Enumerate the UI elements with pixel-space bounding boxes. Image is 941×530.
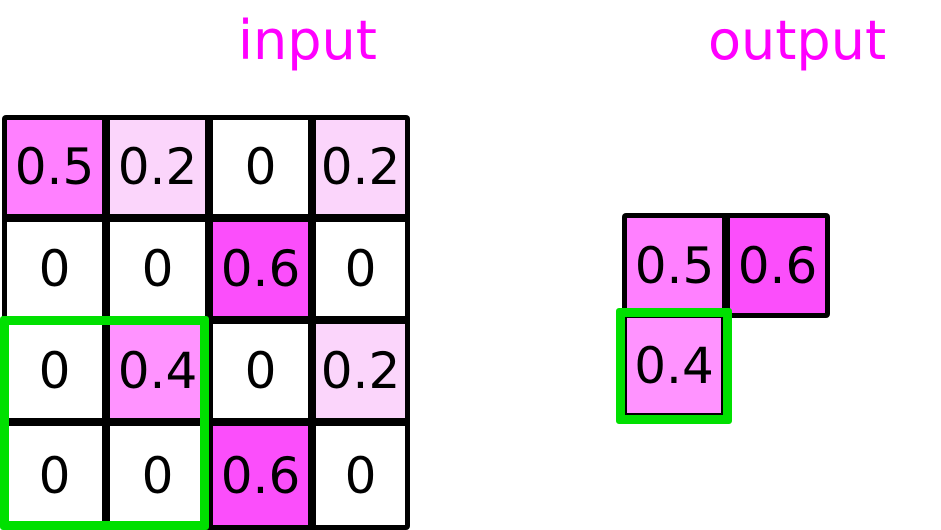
input-matrix-cell: 0.6 xyxy=(213,426,308,525)
output-matrix-cell: 0.4 xyxy=(627,318,721,413)
output-title: output xyxy=(708,9,887,72)
output-matrix-cell-value: 0.5 xyxy=(634,236,715,295)
input-matrix-cell: 0 xyxy=(7,324,102,418)
input-matrix-cell-value: 0 xyxy=(38,240,71,298)
input-matrix-cell-value: 0 xyxy=(38,446,71,505)
output-matrix-cell-value: 0.4 xyxy=(634,336,714,395)
input-matrix-cell: 0.2 xyxy=(316,324,405,418)
output-matrix-top-row: 0.5 0.6 xyxy=(622,213,830,318)
input-matrix-cell: 0 xyxy=(213,120,308,214)
input-matrix-cell: 0 xyxy=(110,426,205,525)
input-title: input xyxy=(238,9,377,72)
input-matrix-cell: 0.5 xyxy=(7,120,102,214)
input-matrix-cell: 0.2 xyxy=(110,120,205,214)
output-matrix-cell-value: 0.6 xyxy=(737,236,818,295)
input-matrix-cell: 0 xyxy=(316,222,405,316)
output-matrix-cell: 0.5 xyxy=(627,218,722,313)
input-matrix-cell-value: 0 xyxy=(344,240,377,298)
input-matrix-cell-value: 0.6 xyxy=(220,240,301,298)
input-matrix-cell: 0 xyxy=(213,324,308,418)
input-matrix-cell-value: 0 xyxy=(244,342,277,400)
input-matrix-cell-value: 0.2 xyxy=(117,138,198,196)
input-matrix-cell: 0.6 xyxy=(213,222,308,316)
input-matrix-cell-value: 0.2 xyxy=(320,138,401,196)
input-matrix-cell-value: 0.2 xyxy=(320,342,401,400)
input-matrix-cell: 0 xyxy=(7,222,102,316)
input-matrix-cell: 0 xyxy=(110,222,205,316)
input-matrix-cell-value: 0 xyxy=(244,138,277,196)
input-matrix-cell-value: 0.6 xyxy=(220,446,301,505)
output-matrix-bottom-row: 0.4 xyxy=(622,313,726,418)
input-matrix-cell: 0.2 xyxy=(316,120,405,214)
input-matrix-cell-value: 0 xyxy=(38,342,71,400)
input-matrix-cell: 0 xyxy=(316,426,405,525)
input-matrix-cell-value: 0 xyxy=(344,446,377,505)
input-matrix-cell: 0.4 xyxy=(110,324,205,418)
input-matrix-cell-value: 0 xyxy=(141,446,174,505)
input-matrix-cell-value: 0 xyxy=(141,240,174,298)
input-matrix: 0.5 0.2 0 0.2 0 0 0.6 0 0 0.4 0 0.2 0 0 0.6 0 xyxy=(2,115,410,530)
input-matrix-cell-value: 0.4 xyxy=(117,342,198,400)
output-matrix-cell: 0.6 xyxy=(730,218,825,313)
input-matrix-cell: 0 xyxy=(7,426,102,525)
input-matrix-cell-value: 0.5 xyxy=(14,138,95,196)
